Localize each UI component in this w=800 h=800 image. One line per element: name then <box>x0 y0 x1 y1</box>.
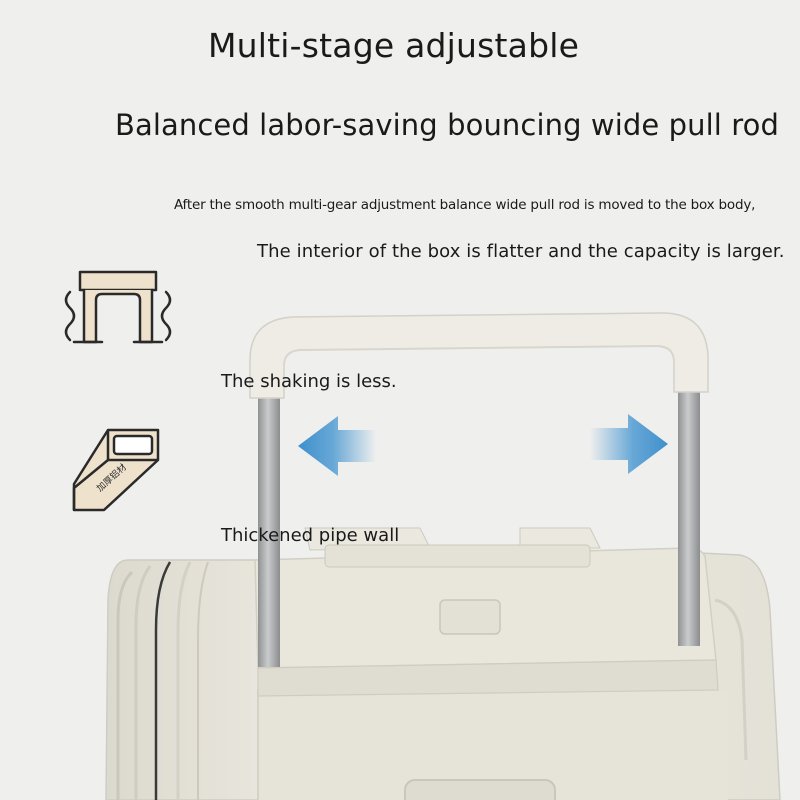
shake-reduction-arrows <box>298 414 668 476</box>
arrow-left-icon <box>298 416 376 476</box>
arrow-right-icon <box>590 414 668 474</box>
description-line-1: After the smooth multi-gear adjustment b… <box>174 197 756 213</box>
thick-aluminum-tube-icon: 加厚铝材 <box>72 428 160 512</box>
feature-label-shaking: The shaking is less. <box>221 371 397 392</box>
subheadline: Balanced labor-saving bouncing wide pull… <box>115 108 780 142</box>
pull-rod <box>258 386 700 667</box>
suitcase-top-compartment <box>254 527 719 697</box>
feature-label-pipe-wall: Thickened pipe wall <box>221 525 400 546</box>
headline: Multi-stage adjustable <box>208 26 580 65</box>
shaking-handle-icon <box>64 270 172 344</box>
pull-rod-handle <box>249 312 709 399</box>
description-line-2: The interior of the box is flatter and t… <box>257 241 785 262</box>
